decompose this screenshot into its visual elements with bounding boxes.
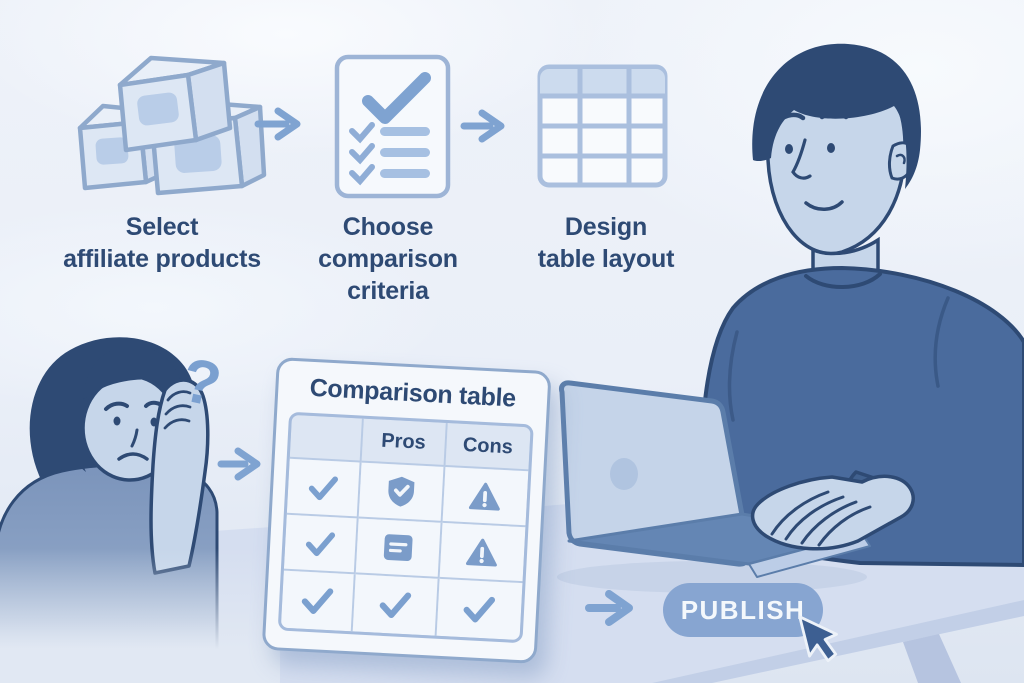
note-icon (383, 534, 413, 561)
man-eye-left (785, 144, 793, 154)
sweater-crease (933, 296, 950, 388)
man-hair (752, 43, 921, 189)
cons-header: Cons (444, 423, 531, 472)
shield-check-icon (388, 476, 415, 507)
man-hand (750, 470, 915, 551)
flow-arrow-2 (460, 109, 505, 143)
product-boxes-icon (77, 55, 267, 196)
check-icon (305, 531, 336, 556)
checklist-icon (334, 54, 451, 199)
woman-mouth-frown (117, 452, 149, 461)
warning-icon (466, 538, 498, 567)
desk-front-edge (652, 600, 1024, 683)
mist-fade (0, 548, 280, 683)
man-at-laptop (699, 43, 1024, 567)
desk-leg (903, 634, 961, 683)
table-cell (355, 518, 443, 579)
question-mark: ? (176, 345, 227, 420)
check-icon (463, 596, 496, 623)
corner-header-cell (289, 414, 364, 463)
table-cell (283, 514, 359, 575)
publish-arrow (585, 590, 633, 626)
table-cell (280, 570, 356, 632)
flow-arrow-3 (217, 447, 261, 481)
mouse-cursor-icon (796, 610, 846, 664)
table-cell (442, 466, 529, 528)
table-cell (436, 578, 523, 641)
pros-header: Pros (361, 418, 448, 467)
table-cell (358, 462, 445, 523)
table-cell (439, 522, 526, 584)
man-collar (804, 272, 882, 289)
table-grid-icon (537, 64, 668, 188)
woman-nose (130, 428, 139, 448)
man-mouth (804, 200, 844, 211)
comparison-table: Pros Cons (277, 411, 534, 644)
publish-button[interactable]: PUBLISH (663, 583, 823, 637)
check-icon (308, 475, 339, 500)
woman-eye-left (113, 416, 121, 426)
laptop-logo (610, 458, 638, 490)
man-nose (791, 138, 812, 180)
laptop (557, 380, 871, 593)
woman-eyebrow-left (104, 401, 129, 411)
woman-hair-front (83, 346, 185, 400)
comparison-card-title: Comparison table (309, 373, 517, 413)
sweater-crease-2 (727, 330, 739, 422)
flow-arrow-1 (254, 107, 301, 141)
man-eyebrow-left (776, 112, 806, 124)
step-label-choose-criteria: Choose comparison criteria (318, 213, 458, 305)
comparison-card: Comparison table Pros Cons (261, 357, 552, 664)
man-eyebrow-right (819, 110, 849, 120)
table-cell (352, 574, 440, 636)
warning-icon (469, 482, 501, 511)
check-icon (379, 592, 411, 619)
step-label-design-layout: Design table layout (537, 213, 675, 273)
man-eye-right (827, 143, 835, 153)
check-icon (301, 588, 334, 614)
step-label-select-products: Select affiliate products (63, 213, 261, 273)
table-cell (286, 458, 362, 519)
